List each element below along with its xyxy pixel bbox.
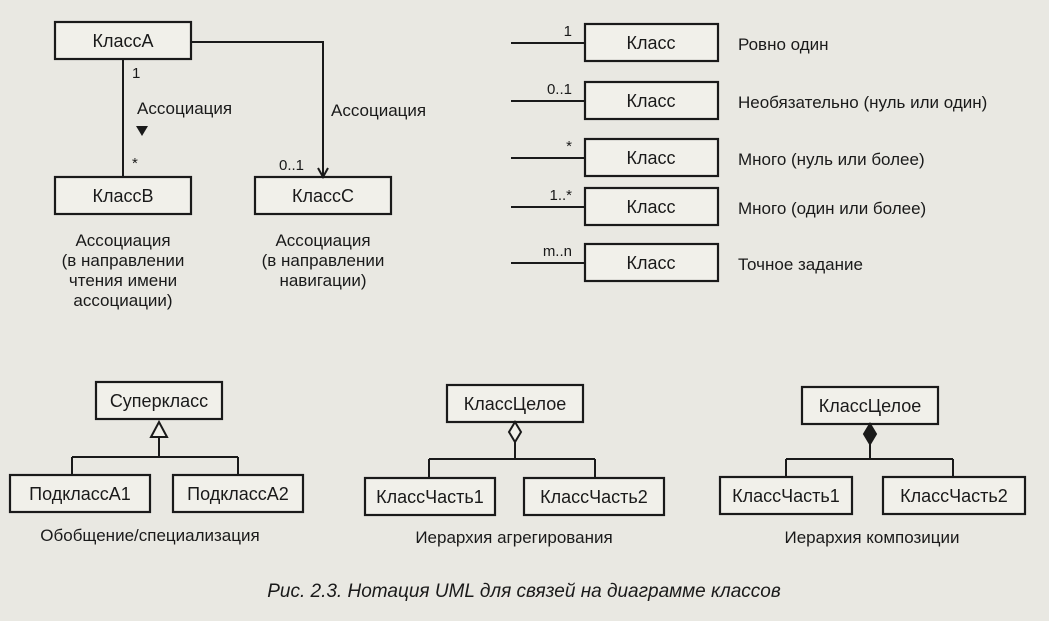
class-b-box: КлассB xyxy=(53,175,193,216)
mult-class-name: Класс xyxy=(627,197,676,217)
aggregation-part2-box: КлассЧасть2 xyxy=(522,476,666,517)
reading-direction-triangle-icon xyxy=(136,126,148,136)
aggregation-caption: Иерархия агрегирования xyxy=(415,528,612,547)
multiplicity-row-2: * Класс Много (нуль или более) xyxy=(511,137,925,178)
mult-label: 1..* xyxy=(549,187,572,204)
mult-b-side: * xyxy=(132,155,138,172)
mult-a-side: 1 xyxy=(132,65,140,82)
mult-label: m..n xyxy=(543,243,572,260)
mult-label: * xyxy=(566,138,572,155)
composition-connector xyxy=(785,444,954,477)
multiplicity-row-4: m..n Класс Точное задание xyxy=(511,242,863,283)
caption-b: Ассоциация (в направлении чтения имени а… xyxy=(62,231,185,310)
composition-part2-box: КлассЧасть2 xyxy=(881,475,1027,516)
generalization-caption: Обобщение/специализация xyxy=(40,526,259,545)
mult-class-name: Класс xyxy=(627,91,676,111)
mult-description: Необязательно (нуль или один) xyxy=(738,93,987,112)
aggregation-part2-name: КлассЧасть2 xyxy=(540,487,648,507)
association-name-right: Ассоциация xyxy=(331,101,426,120)
caption-b-line-0: Ассоциация xyxy=(75,231,170,250)
association-a-c-line xyxy=(191,41,323,177)
association-name-left: Ассоциация xyxy=(137,99,232,118)
subclass-a1-box: ПодклассA1 xyxy=(8,473,152,514)
composition-part1-name: КлассЧасть1 xyxy=(732,486,840,506)
generalization-triangle-icon xyxy=(149,419,169,438)
subclass-a2-box: ПодклассA2 xyxy=(171,473,305,514)
composition-part2-name: КлассЧасть2 xyxy=(900,486,1008,506)
generalization-connector xyxy=(71,437,239,475)
mult-c-side: 0..1 xyxy=(279,157,304,174)
mult-description: Много (нуль или более) xyxy=(738,150,925,169)
mult-description: Много (один или более) xyxy=(738,199,926,218)
composition-caption: Иерархия композиции xyxy=(784,528,959,547)
class-b-name: КлассB xyxy=(92,186,153,206)
caption-b-line-1: (в направлении xyxy=(62,251,185,270)
figure-caption: Рис. 2.3. Нотация UML для связей на диаг… xyxy=(267,581,781,602)
caption-b-line-3: ассоциации) xyxy=(73,291,172,310)
class-c-box: КлассC xyxy=(253,175,393,216)
mult-class-name: Класс xyxy=(627,33,676,53)
aggregation-diamond-icon xyxy=(507,420,523,444)
caption-c-line-0: Ассоциация xyxy=(275,231,370,250)
mult-description: Ровно один xyxy=(738,35,829,54)
class-a-box: КлассA xyxy=(53,20,193,61)
aggregation-whole-name: КлассЦелое xyxy=(464,394,566,414)
class-c-name: КлассC xyxy=(292,186,354,206)
multiplicity-row-3: 1..* Класс Много (один или более) xyxy=(511,186,926,227)
mult-label: 1 xyxy=(564,23,572,40)
aggregation-whole-box: КлассЦелое xyxy=(445,383,585,424)
aggregation-part1-box: КлассЧасть1 xyxy=(363,476,497,517)
superclass-box: Суперкласс xyxy=(94,380,224,421)
multiplicity-row-0: 1 Класс Ровно один xyxy=(511,22,829,63)
aggregation-connector xyxy=(428,442,596,478)
subclass-a2-name: ПодклассA2 xyxy=(187,484,289,504)
class-a-name: КлассA xyxy=(92,31,153,51)
caption-c-line-1: (в направлении xyxy=(262,251,385,270)
mult-label: 0..1 xyxy=(547,81,572,98)
composition-whole-box: КлассЦелое xyxy=(800,385,940,426)
caption-c: Ассоциация (в направлении навигации) xyxy=(262,231,385,290)
multiplicity-row-1: 0..1 Класс Необязательно (нуль или один) xyxy=(511,80,987,121)
caption-b-line-2: чтения имени xyxy=(69,271,177,290)
subclass-a1-name: ПодклассA1 xyxy=(29,484,131,504)
superclass-name: Суперкласс xyxy=(110,391,208,411)
composition-part1-box: КлассЧасть1 xyxy=(718,475,854,516)
mult-description: Точное задание xyxy=(738,255,863,274)
aggregation-part1-name: КлассЧасть1 xyxy=(376,487,484,507)
composition-diamond-icon xyxy=(862,422,878,446)
composition-whole-name: КлассЦелое xyxy=(819,396,921,416)
mult-class-name: Класс xyxy=(627,148,676,168)
caption-c-line-2: навигации) xyxy=(279,271,366,290)
mult-class-name: Класс xyxy=(627,253,676,273)
